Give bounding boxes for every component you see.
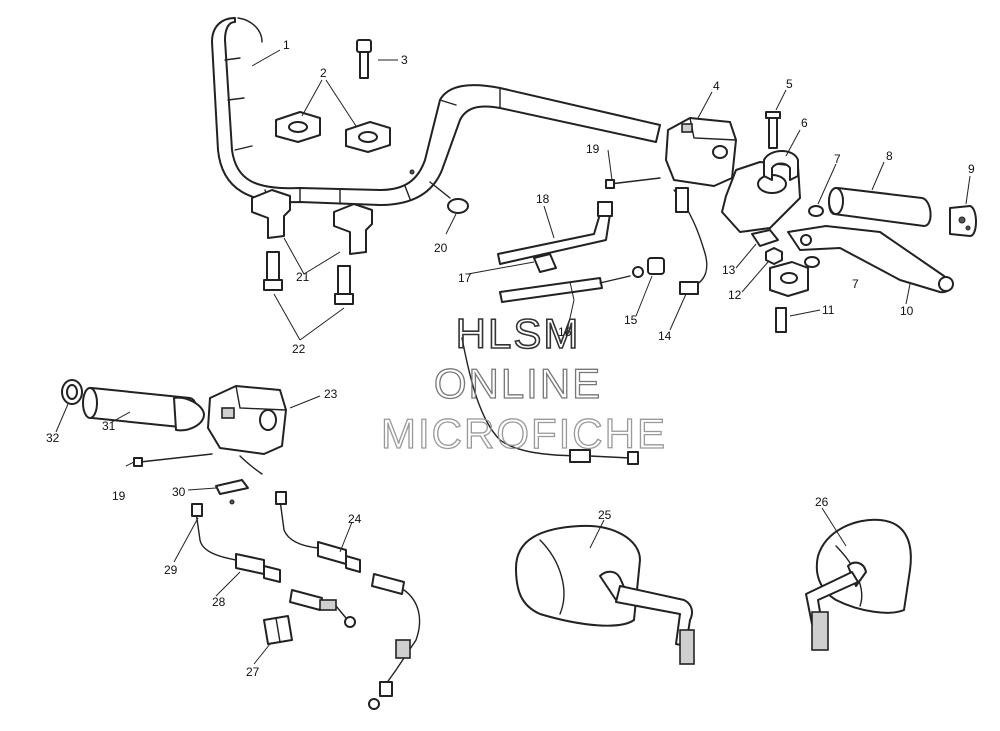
throttle-cable-lower bbox=[368, 573, 421, 710]
cable-boot bbox=[263, 615, 293, 645]
washer-upper bbox=[808, 205, 824, 217]
bar-end-left bbox=[61, 379, 83, 405]
callout-22: 22 bbox=[292, 342, 306, 356]
leader-lines bbox=[55, 49, 971, 665]
washer-lower bbox=[804, 256, 820, 268]
cable-retainer bbox=[533, 253, 557, 273]
callout-numbers: 1 2 3 4 5 6 7 8 9 10 11 12 13 7 14 15 16… bbox=[46, 38, 975, 679]
watermark: HLSM ONLINE MICROFICHE bbox=[380, 309, 667, 457]
callout-27: 27 bbox=[246, 665, 260, 679]
callout-5: 5 bbox=[786, 77, 793, 91]
callout-32: 32 bbox=[46, 431, 60, 445]
clamp-bolt-lower bbox=[775, 307, 787, 333]
callout-7b: 7 bbox=[852, 277, 859, 291]
right-switch-housing bbox=[665, 117, 737, 187]
callout-30: 30 bbox=[172, 485, 186, 499]
callout-15: 15 bbox=[624, 313, 638, 327]
mirror-right bbox=[805, 518, 912, 651]
handlebar bbox=[211, 17, 661, 206]
watermark-line-3: MICROFICHE bbox=[381, 410, 667, 457]
wire-clip bbox=[429, 181, 469, 214]
callout-6: 6 bbox=[801, 116, 808, 130]
housing-screw-left bbox=[133, 453, 213, 467]
callout-10: 10 bbox=[900, 304, 914, 318]
watermark-line-2: ONLINE bbox=[434, 360, 602, 407]
watermark-line-1: HLSM bbox=[456, 310, 581, 357]
upper-clamp-left bbox=[275, 111, 321, 143]
callout-23: 23 bbox=[324, 387, 338, 401]
choke-cable bbox=[497, 201, 613, 265]
switch-plate bbox=[751, 229, 779, 247]
throttle-cable bbox=[499, 266, 644, 303]
clamp-bolt bbox=[356, 39, 372, 79]
callout-29: 29 bbox=[164, 563, 178, 577]
callout-12: 12 bbox=[728, 288, 742, 302]
callout-11: 11 bbox=[822, 303, 835, 317]
riser-bolt-right bbox=[334, 265, 354, 305]
callout-17: 17 bbox=[458, 271, 472, 285]
left-switch-housing bbox=[207, 385, 287, 475]
callout-16: 16 bbox=[558, 325, 572, 339]
bar-end-right bbox=[949, 205, 977, 237]
switch-connector bbox=[673, 187, 708, 295]
callout-19a: 19 bbox=[586, 142, 600, 156]
riser-bolt-left bbox=[263, 251, 283, 291]
clutch-cable bbox=[191, 503, 281, 583]
brake-lever bbox=[787, 225, 954, 294]
callout-1: 1 bbox=[283, 38, 290, 52]
lever-pin bbox=[765, 111, 781, 149]
riser-left bbox=[251, 189, 291, 239]
callout-3: 3 bbox=[401, 53, 408, 67]
callout-31: 31 bbox=[102, 419, 116, 433]
nut bbox=[765, 247, 783, 265]
callout-9: 9 bbox=[968, 162, 975, 176]
callout-8: 8 bbox=[886, 149, 893, 163]
housing-screw-right bbox=[605, 177, 661, 189]
callout-4: 4 bbox=[713, 79, 720, 93]
callout-7a: 7 bbox=[834, 152, 841, 166]
grip-left bbox=[82, 387, 205, 432]
callout-24: 24 bbox=[348, 512, 362, 526]
callout-26: 26 bbox=[815, 495, 829, 509]
callout-25: 25 bbox=[598, 508, 612, 522]
cable-adjuster bbox=[289, 589, 356, 628]
callout-28: 28 bbox=[212, 595, 226, 609]
callout-14: 14 bbox=[658, 329, 672, 343]
callout-2: 2 bbox=[320, 66, 327, 80]
callout-19b: 19 bbox=[112, 489, 126, 503]
speedo-cable bbox=[275, 491, 361, 573]
riser-right bbox=[333, 203, 373, 255]
lever-clamp bbox=[769, 261, 809, 297]
callout-18: 18 bbox=[536, 192, 550, 206]
upper-clamp-right bbox=[345, 121, 391, 153]
callout-20: 20 bbox=[434, 241, 448, 255]
long-cable bbox=[461, 337, 639, 465]
callout-21: 21 bbox=[296, 270, 310, 284]
mirror-left bbox=[515, 524, 695, 665]
switch-bracket bbox=[215, 479, 249, 505]
callout-13: 13 bbox=[722, 263, 736, 277]
cable-ferrule bbox=[647, 257, 665, 275]
grip-right bbox=[828, 187, 932, 227]
lever-bracket bbox=[721, 150, 801, 233]
